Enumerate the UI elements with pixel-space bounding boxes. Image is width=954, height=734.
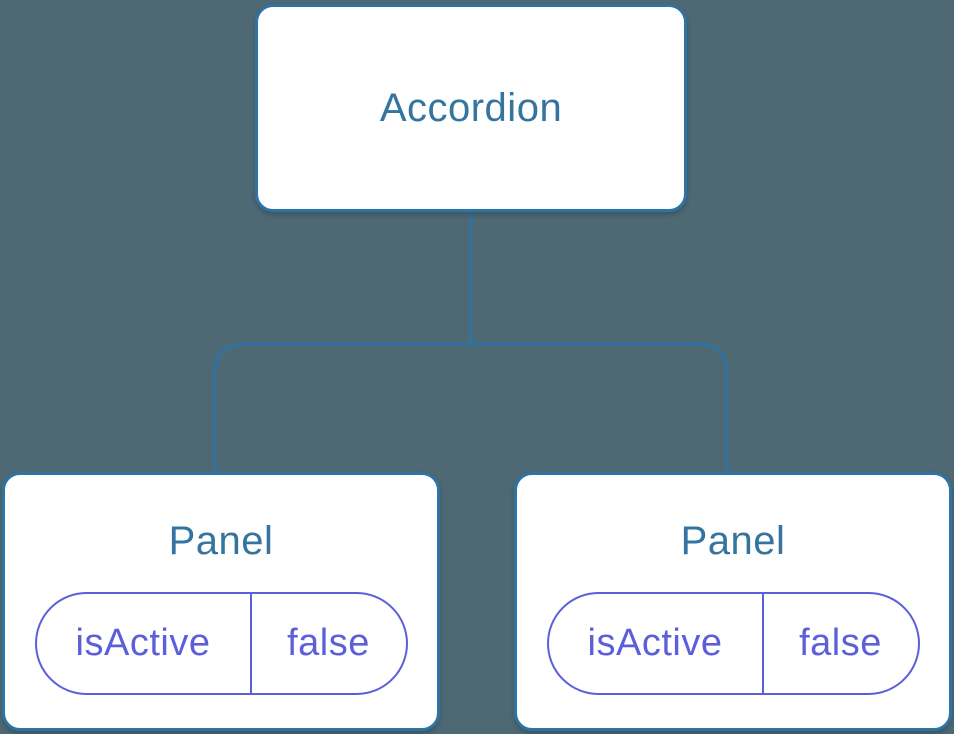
prop-name-cell: isActive: [549, 594, 764, 693]
prop-value: false: [287, 622, 370, 664]
prop-name: isActive: [75, 622, 211, 664]
connector-bracket: [213, 342, 729, 473]
panel-node-label: Panel: [680, 519, 786, 563]
prop-name: isActive: [587, 622, 723, 664]
prop-value-cell: false: [252, 594, 406, 693]
panel-node-label: Panel: [168, 519, 274, 563]
panel-node-left: Panel isActive false: [2, 472, 440, 731]
state-prop-pill: isActive false: [546, 592, 920, 695]
prop-name-cell: isActive: [37, 594, 252, 693]
prop-value-cell: false: [764, 594, 918, 693]
panel-node-right: Panel isActive false: [514, 472, 952, 731]
root-node-label: Accordion: [379, 85, 563, 130]
state-prop-pill: isActive false: [34, 592, 408, 695]
root-node-accordion: Accordion: [255, 4, 687, 212]
prop-value: false: [799, 622, 882, 664]
